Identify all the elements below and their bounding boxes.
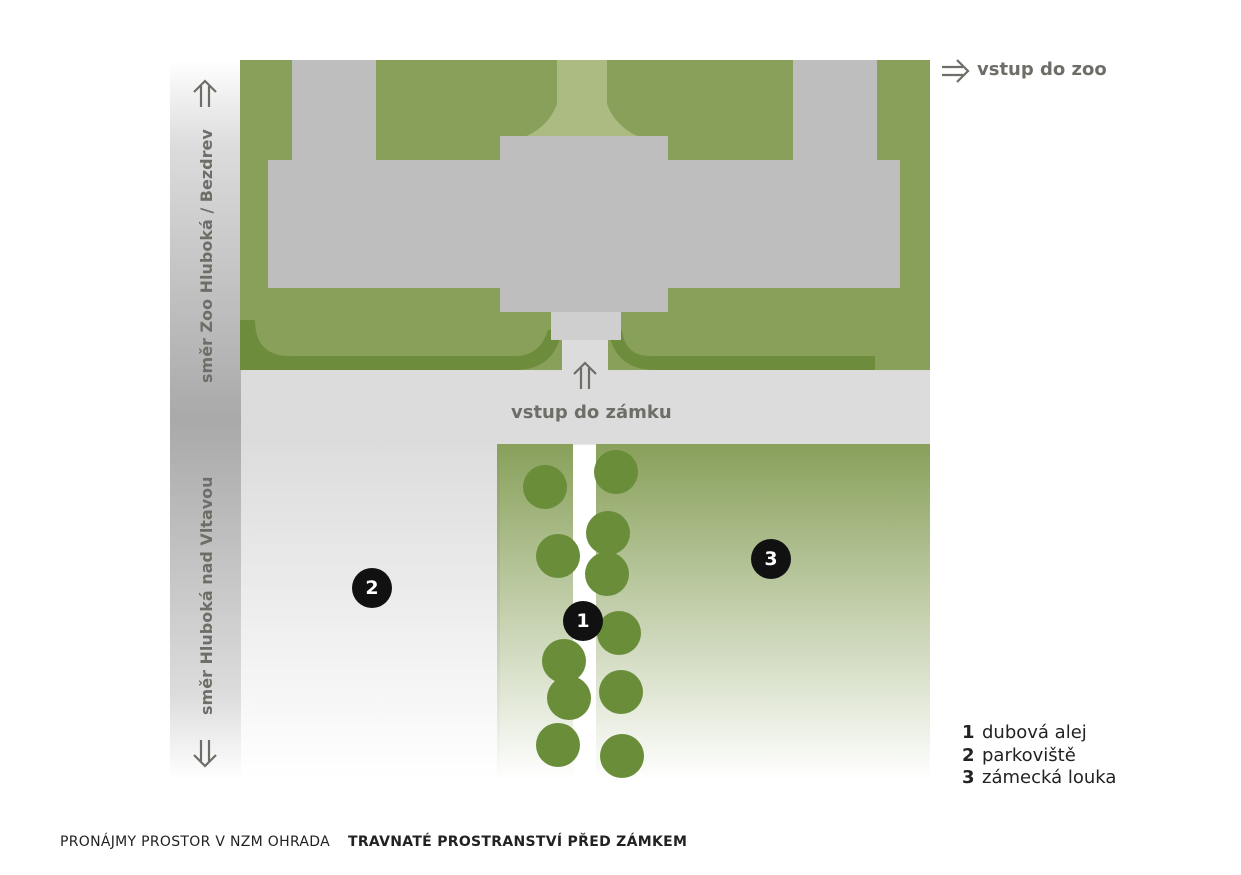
legend-label: zámecká louka (982, 767, 1117, 788)
tree (594, 450, 638, 494)
building-wing-right (793, 60, 877, 170)
legend-item: 3 zámecká louka (962, 767, 1116, 790)
paved-notch-right (875, 370, 930, 445)
tree (586, 511, 630, 555)
direction-south-label: směr Hluboká nad Vltavou (197, 476, 216, 715)
marker-castle-meadow: 3 (751, 539, 791, 579)
garden-axis-right (607, 104, 642, 140)
lawn-border-left-side (240, 160, 268, 320)
arrow-up-icon (573, 361, 597, 389)
main-road (170, 60, 241, 780)
legend-item: 2 parkoviště (962, 745, 1116, 768)
castle-entrance-steps (551, 312, 621, 340)
legend-number: 2 (962, 744, 975, 766)
castle-center (500, 136, 668, 312)
tree (536, 534, 580, 578)
building-wing-left (292, 60, 376, 170)
legend-label: dubová alej (982, 722, 1087, 743)
oak-trees (523, 450, 644, 778)
legend-number: 3 (962, 767, 975, 788)
tree (542, 639, 586, 683)
tree (547, 676, 591, 720)
tree (585, 552, 629, 596)
tree (597, 611, 641, 655)
castle-entrance-label: vstup do zámku (511, 402, 672, 423)
marker-parking: 2 (352, 568, 392, 608)
map-legend: 1 dubová alej 2 parkoviště 3 zámecká louka (962, 722, 1116, 790)
tree (523, 465, 567, 509)
direction-north-label: směr Zoo Hluboká / Bezdrev (197, 129, 216, 383)
arrow-right-icon (942, 59, 970, 83)
lawn-border-right (608, 330, 875, 370)
footer-section: PRONÁJMY PROSTOR V NZM OHRADA (60, 834, 330, 850)
parking-area (240, 440, 500, 780)
entrance-path (562, 340, 608, 370)
tree (599, 670, 643, 714)
tree (536, 723, 580, 767)
legend-item: 1 dubová alej (962, 722, 1116, 745)
marker-oak-alley: 1 (563, 601, 603, 641)
arrow-down-icon (193, 740, 217, 768)
lawn-border-left (240, 320, 562, 370)
tree (600, 734, 644, 778)
zoo-entrance-label: vstup do zoo (977, 59, 1107, 80)
meadow-lawn (596, 444, 930, 780)
garden-axis (557, 60, 607, 140)
garden-axis-left (522, 104, 557, 140)
footer-title: TRAVNATÉ PROSTRANSTVÍ PŘED ZÁMKEM (348, 834, 688, 850)
legend-number: 1 (962, 722, 975, 743)
page-footer: PRONÁJMY PROSTOR V NZM OHRADA TRAVNATÉ PR… (60, 834, 687, 850)
legend-label: parkoviště (982, 744, 1076, 766)
arrow-up-icon (193, 79, 217, 107)
